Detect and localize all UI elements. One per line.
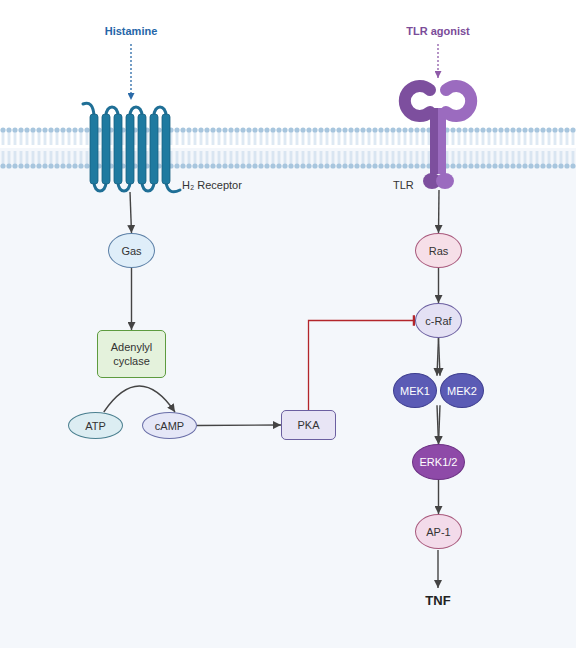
ligand-label: Histamine [61, 25, 201, 37]
activation-arrow [438, 480, 439, 514]
activation-arrow [104, 386, 175, 412]
ligand-label: TLR agonist [368, 25, 508, 37]
gpcr-illustration [83, 103, 180, 192]
protein-node: c-Raf [415, 303, 462, 338]
protein-node: Gas [108, 233, 155, 268]
activation-arrow [439, 405, 441, 444]
node-label: Gas [117, 244, 145, 258]
activation-arrow [197, 424, 281, 426]
activation-arrow [131, 268, 132, 330]
protein-node: MEK1 [393, 373, 437, 408]
node-label: Ras [425, 244, 453, 258]
node-label: PKA [293, 418, 323, 432]
activation-arrow [437, 338, 439, 376]
ligand-arrow [437, 44, 438, 78]
output-label: TNF [368, 593, 508, 608]
output-arrow [437, 550, 438, 588]
node-label: ATP [81, 419, 110, 433]
node-label: cAMP [151, 419, 188, 433]
activation-arrow [130, 192, 132, 233]
activation-arrow [438, 190, 440, 233]
receptor-node: TLR [393, 78, 485, 190]
node-label: ERK1/2 [416, 455, 462, 469]
node-label: MEK2 [443, 384, 481, 398]
gpcr-helices [90, 114, 170, 184]
protein-node: Ras [415, 233, 462, 268]
node-label: MEK1 [396, 384, 434, 398]
activation-arrow [438, 268, 439, 303]
protein-node: AP-1 [415, 514, 462, 549]
protein-node: ATP [68, 412, 123, 439]
process-box: PKA [281, 410, 336, 440]
node-label: c-Raf [421, 314, 455, 328]
process-box: Adenylyl cyclase [97, 330, 166, 378]
membrane [0, 126, 576, 170]
protein-node: MEK2 [440, 373, 484, 408]
tlr-illustration [405, 86, 471, 189]
protein-node: ERK1/2 [412, 444, 465, 480]
protein-node: cAMP [142, 412, 197, 439]
inhibition-connector [309, 321, 416, 411]
cytoplasm [0, 148, 576, 648]
node-label: AP-1 [422, 525, 454, 539]
ligand-arrow [130, 44, 131, 100]
node-label: Adenylyl cyclase [98, 340, 165, 368]
activation-arrow [439, 338, 441, 376]
activation-arrow [437, 405, 439, 444]
node-label: TLR [393, 178, 414, 192]
node-label: H₂ Receptor [182, 178, 242, 192]
receptor-node: H₂ Receptor [86, 96, 174, 192]
